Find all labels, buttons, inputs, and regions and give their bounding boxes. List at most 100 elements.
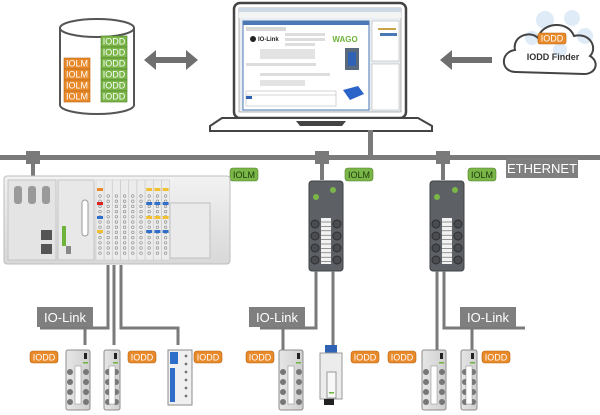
- m12-port-icon: [67, 369, 73, 375]
- m12-port-icon: [439, 399, 445, 405]
- iolink-hub-device: [103, 349, 121, 411]
- iodd-stack: IODD IODD IODD IODD IODD IODD: [100, 35, 128, 103]
- m12-port-icon: [280, 369, 286, 375]
- io-link-logo-icon: [250, 36, 256, 42]
- svg-text:IODD: IODD: [131, 353, 154, 363]
- m12-port-icon: [67, 389, 73, 395]
- iolm-badge: IOLM: [229, 167, 259, 182]
- iodd-label: IODD: [103, 70, 126, 80]
- io-slice: [128, 179, 138, 261]
- iodd-database: IOLM IOLM IOLM IOLM IODD IODD IODD IODD …: [59, 18, 135, 115]
- ethernet-port-icon: [41, 230, 52, 240]
- ethernet-port-icon: [41, 244, 52, 254]
- iodd-label: IODD: [103, 37, 126, 47]
- m12-port-icon: [280, 379, 286, 385]
- wago-logo: WAGO: [332, 35, 357, 44]
- m12-port-icon: [310, 255, 320, 265]
- io-slice: [95, 179, 105, 261]
- m12-port-icon: [83, 399, 89, 405]
- iodd-badge: IODD: [29, 350, 59, 364]
- cloud-iodd-label: IODD: [541, 34, 564, 44]
- m12-port-icon: [439, 389, 445, 395]
- svg-text:IODD: IODD: [485, 353, 508, 363]
- io-link-logo: IO-Link: [258, 37, 279, 43]
- iodd-badge: IODD: [387, 350, 417, 364]
- m12-port-icon: [310, 243, 320, 253]
- svg-text:IOLM: IOLM: [471, 170, 493, 180]
- m12-port-icon: [431, 243, 441, 253]
- iodd-label: IODD: [103, 59, 126, 69]
- m12-port-icon: [431, 219, 441, 229]
- iolink-master-2: [429, 180, 465, 272]
- iolm-label: IOLM: [66, 59, 88, 69]
- cloud-iodd-badge: IODD: [537, 32, 567, 45]
- m12-port-icon: [431, 255, 441, 265]
- io-module-wide: [169, 202, 211, 259]
- iolink-power-device: [319, 345, 343, 405]
- iodd-label: IODD: [103, 92, 126, 102]
- svg-text:IO-Link: IO-Link: [467, 310, 509, 325]
- iolm-label: IOLM: [66, 92, 88, 102]
- io-slice: [153, 179, 162, 261]
- io-slice: [144, 179, 154, 261]
- m12-port-icon: [310, 231, 320, 241]
- iolink-label-box: IO-Link: [249, 307, 305, 327]
- iolink-hub-device: [421, 349, 447, 411]
- io-module-slices: [95, 179, 170, 261]
- ethernet-label: ETHERNET: [507, 161, 577, 176]
- m12-port-icon: [83, 369, 89, 375]
- m12-port-icon: [453, 255, 463, 265]
- iolink-hub-device: [278, 349, 304, 411]
- m12-port-icon: [280, 389, 286, 395]
- db-iolm-2: IOLM: [63, 68, 91, 81]
- db-iolm-1: IOLM: [63, 57, 91, 70]
- iolink-master-1: [308, 180, 344, 272]
- db-iolm-4: IOLM: [63, 90, 91, 103]
- bidirectional-arrow-icon: [144, 50, 198, 70]
- m12-port-icon: [296, 389, 302, 395]
- svg-text:IOLM: IOLM: [233, 170, 255, 180]
- wago-logo-vertical: [62, 226, 66, 246]
- laptop-uplink: [368, 130, 373, 156]
- iodd-finder-label: IODD Finder: [527, 52, 580, 62]
- iodd-badge: IODD: [245, 350, 275, 364]
- iodd-badge: IODD: [127, 350, 157, 364]
- db-iolm-3: IOLM: [63, 79, 91, 92]
- m12-port-icon: [453, 219, 463, 229]
- iolink-label-box: IO-Link: [460, 307, 516, 327]
- iolm-stack: IOLM IOLM IOLM IOLM: [63, 57, 91, 103]
- iolink-label-box: IO-Link: [37, 307, 93, 327]
- iodd-finder-cloud: IODD IODD Finder: [502, 10, 597, 76]
- ethernet-label-box: [506, 158, 578, 178]
- iodd-label: IODD: [103, 48, 126, 58]
- m12-port-icon: [83, 379, 89, 385]
- iodd-badge: IODD: [193, 350, 223, 364]
- m12-port-icon: [296, 369, 302, 375]
- iolink-hub-device: [65, 349, 91, 411]
- iolink-hub-device: [460, 349, 478, 411]
- connector-image: [343, 86, 364, 100]
- iolink-analog-module: [167, 349, 193, 406]
- laptop-screen: IO-Link WAGO: [238, 7, 402, 113]
- left-arrow-icon: [440, 50, 492, 70]
- m12-port-icon: [332, 219, 342, 229]
- m12-port-icon: [296, 399, 302, 405]
- m12-port-icon: [332, 255, 342, 265]
- m12-port-icon: [67, 399, 73, 405]
- m12-port-icon: [423, 399, 429, 405]
- m12-port-icon: [332, 231, 342, 241]
- m12-port-icon: [280, 399, 286, 405]
- svg-text:IO-Link: IO-Link: [256, 310, 298, 325]
- m12-port-icon: [423, 369, 429, 375]
- m12-port-icon: [439, 369, 445, 375]
- plc-controller: [3, 175, 231, 265]
- iolm-label: IOLM: [66, 81, 88, 91]
- m12-port-icon: [423, 389, 429, 395]
- svg-text:IODD: IODD: [391, 353, 414, 363]
- svg-text:IO-Link: IO-Link: [44, 310, 86, 325]
- iodd-badge: IODD: [350, 350, 380, 364]
- m12-port-icon: [431, 231, 441, 241]
- iodd-badge: IODD: [481, 350, 511, 364]
- svg-text:IODD: IODD: [197, 353, 220, 363]
